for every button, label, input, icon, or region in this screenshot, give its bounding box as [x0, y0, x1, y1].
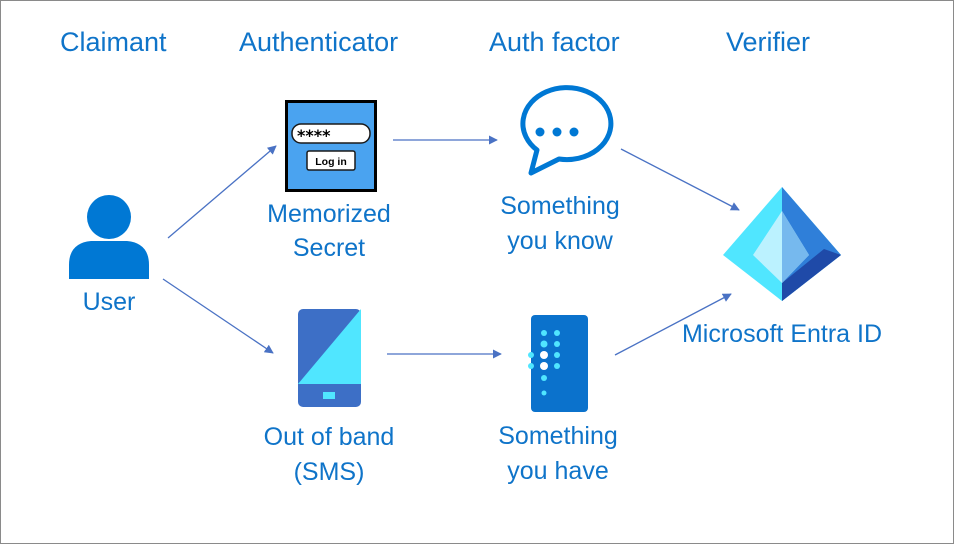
know-label-line2: you know	[507, 227, 613, 255]
password-mask-text: ****	[297, 126, 331, 145]
user-label: User	[82, 288, 136, 316]
have-label-line2: you have	[507, 457, 609, 485]
entra-id-logo-icon	[723, 187, 841, 301]
header-verifier: Verifier	[726, 27, 811, 57]
header-auth-factor: Auth factor	[489, 27, 620, 57]
arrow-have-to-verifier	[614, 293, 732, 356]
memorized-label-line2: Secret	[292, 234, 366, 262]
have-label-line1: Something	[498, 422, 618, 450]
login-form-icon: **** Log in	[285, 100, 377, 192]
verifier-label: Microsoft Entra ID	[681, 320, 883, 348]
out-of-band-label-line1: Out of band	[263, 423, 395, 451]
arrow-user-to-memorized-secret	[167, 145, 277, 239]
know-label-line1: Something	[500, 192, 620, 220]
memorized-label-line1: Memorized	[267, 200, 391, 228]
header-claimant: Claimant	[60, 27, 167, 57]
header-authenticator: Authenticator	[239, 27, 399, 57]
arrow-user-to-out-of-band	[162, 278, 274, 354]
user-icon	[69, 195, 149, 279]
login-button-text: Log in	[315, 156, 347, 168]
mobile-phone-icon	[298, 309, 361, 407]
arrow-know-to-verifier	[620, 148, 740, 211]
out-of-band-label-line2: (SMS)	[293, 458, 365, 486]
chat-bubble-icon	[520, 85, 614, 176]
authenticator-app-icon	[528, 315, 588, 412]
